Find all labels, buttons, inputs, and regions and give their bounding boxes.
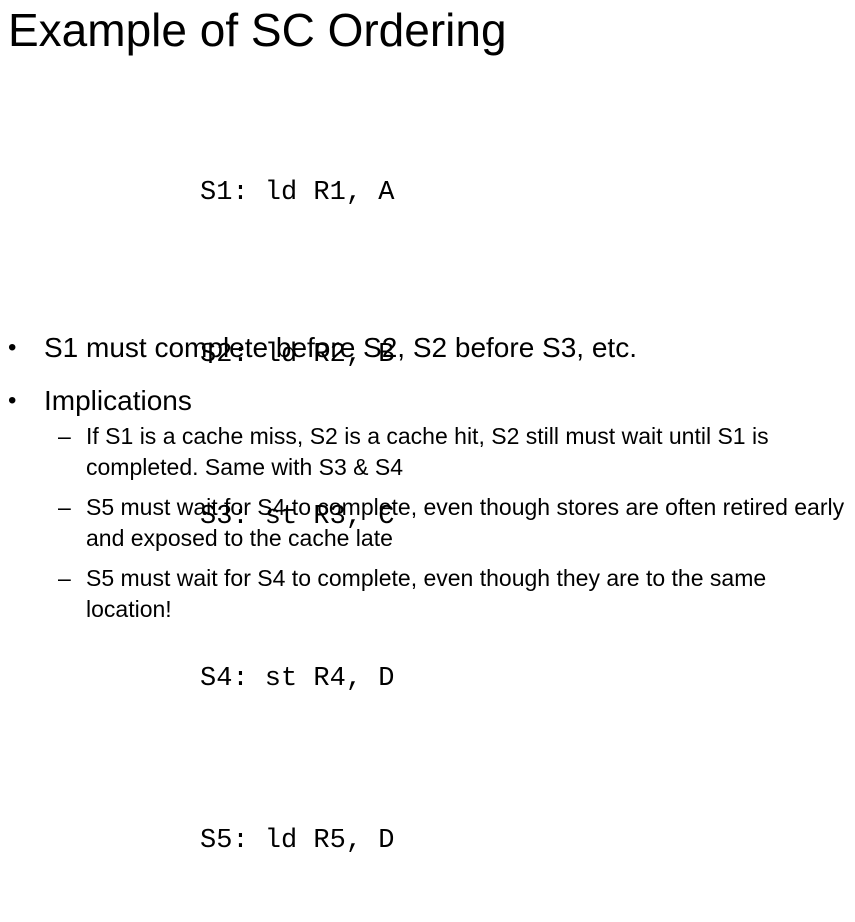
sub-item-stores-early: – S5 must wait for S4 to complete, even … — [0, 492, 846, 554]
bullet-item-order: • S1 must complete before S2, S2 before … — [0, 328, 855, 368]
slide-title: Example of SC Ordering — [8, 4, 507, 56]
code-line-s5: S5: ld R5, D — [200, 826, 395, 856]
code-line-s3: S3: st R3, C — [200, 502, 395, 532]
bullet-icon: • — [8, 387, 17, 414]
sub-item-text: S5 must wait for S4 to complete, even th… — [86, 494, 845, 551]
sub-item-text: If S1 is a cache miss, S2 is a cache hit… — [86, 423, 769, 480]
dash-icon: – — [58, 494, 71, 520]
sub-item-cache-miss: – If S1 is a cache miss, S2 is a cache h… — [0, 421, 846, 483]
dash-icon: – — [58, 423, 71, 449]
code-line-s4: S4: st R4, D — [200, 664, 395, 694]
bullet-text: Implications — [44, 385, 192, 416]
sub-item-text: S5 must wait for S4 to complete, even th… — [86, 565, 767, 622]
bullet-item-implications: • Implications — [0, 381, 855, 421]
code-line-s1: S1: ld R1, A — [200, 178, 395, 208]
dash-icon: – — [58, 565, 71, 591]
bullet-text: S1 must complete before S2, S2 before S3… — [44, 332, 637, 363]
bullet-list: • S1 must complete before S2, S2 before … — [0, 328, 855, 634]
code-line-s2: S2: ld R2, B — [200, 340, 395, 370]
sub-item-same-location: – S5 must wait for S4 to complete, even … — [0, 563, 846, 625]
bullet-icon: • — [8, 334, 17, 361]
